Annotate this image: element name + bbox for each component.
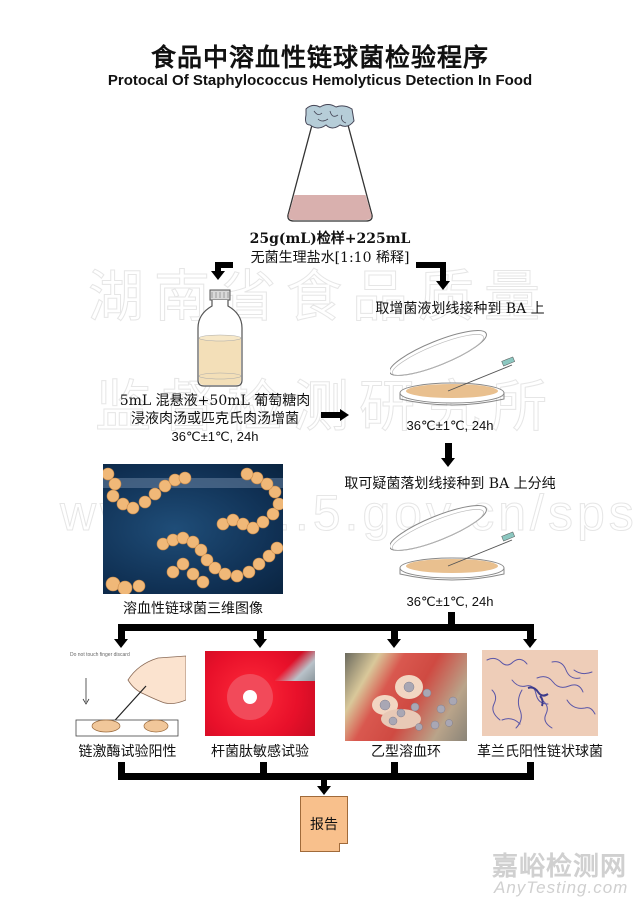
connector-line (445, 443, 452, 459)
connector-line (416, 262, 446, 268)
test-caption-gram-positive: 革兰氏阳性链状球菌 (477, 744, 603, 760)
connector-line (440, 262, 446, 282)
connector-line (215, 262, 233, 268)
connector-line (448, 612, 455, 628)
sem-image (103, 464, 283, 594)
sem-image-caption: 溶血性链球菌三维图像 (123, 601, 263, 617)
erlenmeyer-flask-icon (282, 103, 378, 225)
connector-line (391, 762, 398, 778)
connector-line (215, 262, 221, 272)
beta-hemolysis-plate-image (345, 653, 467, 741)
slide-test-image: Do not touch finger discard (68, 650, 186, 740)
connector-line (321, 412, 341, 418)
arrow-down-icon (523, 639, 537, 648)
report-label: 报告 (310, 817, 338, 833)
connector-line (118, 624, 125, 640)
enrichment-text-line-2: 浸液肉汤或匹克氏肉汤增菌 (131, 411, 299, 427)
arrow-down-icon (436, 281, 450, 290)
report-document-icon: 报告 (300, 796, 348, 852)
test-caption-bacitracin: 杆菌肽敏感试验 (211, 744, 309, 760)
arrow-down-icon (114, 639, 128, 648)
petri-dish-icon (389, 500, 520, 585)
test-caption-beta-hemolysis: 乙型溶血环 (371, 744, 441, 760)
test-caption-streptokinase: 链激酶试验阳性 (78, 744, 177, 760)
bacitracin-disk-image (205, 651, 315, 736)
connector-line (260, 762, 267, 778)
arrow-down-icon (387, 639, 401, 648)
connector-line (391, 624, 398, 640)
connector-line (118, 773, 534, 780)
sample-text-line-1: 25g(mL)检样+225mL (249, 231, 411, 247)
streak-ba-temp: 36℃±1℃, 24h (406, 418, 494, 433)
page-subtitle: Protocal Of Staphylococcus Hemolyticus D… (107, 72, 533, 89)
enrichment-text-line-1: 5mL 混悬液+50mL 葡萄糖肉 (119, 393, 311, 409)
connector-line (118, 624, 534, 631)
arrow-down-icon (211, 271, 225, 280)
connector-line (118, 762, 125, 778)
slide-inset-text: Do not touch finger discard (70, 652, 130, 658)
arrow-down-icon (253, 639, 267, 648)
streak-ba-label: 取增菌液划线接种到 BA 上 (375, 301, 545, 317)
connector-line (321, 779, 327, 787)
purify-ba-label: 取可疑菌落划线接种到 BA 上分纯 (344, 476, 556, 492)
petri-dish-icon (389, 325, 520, 410)
connector-line (527, 624, 534, 640)
sample-text-line-2: 无菌生理盐水[1:10 稀释] (250, 250, 410, 266)
connector-line (257, 624, 264, 640)
logo-text-cn: 嘉峪检测网 (492, 852, 628, 882)
enrichment-temp: 36℃±1℃, 24h (171, 429, 259, 444)
arrow-down-icon (317, 786, 331, 795)
watermark-line-1: 湖南省食品质量 (88, 265, 550, 331)
arrow-right-icon (340, 409, 349, 421)
purify-ba-temp: 36℃±1℃, 24h (406, 594, 494, 609)
page-title: 食品中溶血性链球菌检验程序 (150, 43, 489, 72)
logo-text-en: AnyTesting.com (494, 878, 629, 897)
arrow-down-icon (441, 458, 455, 467)
culture-bottle-icon (190, 288, 250, 388)
gram-stain-image (482, 650, 598, 736)
connector-line (527, 762, 534, 778)
